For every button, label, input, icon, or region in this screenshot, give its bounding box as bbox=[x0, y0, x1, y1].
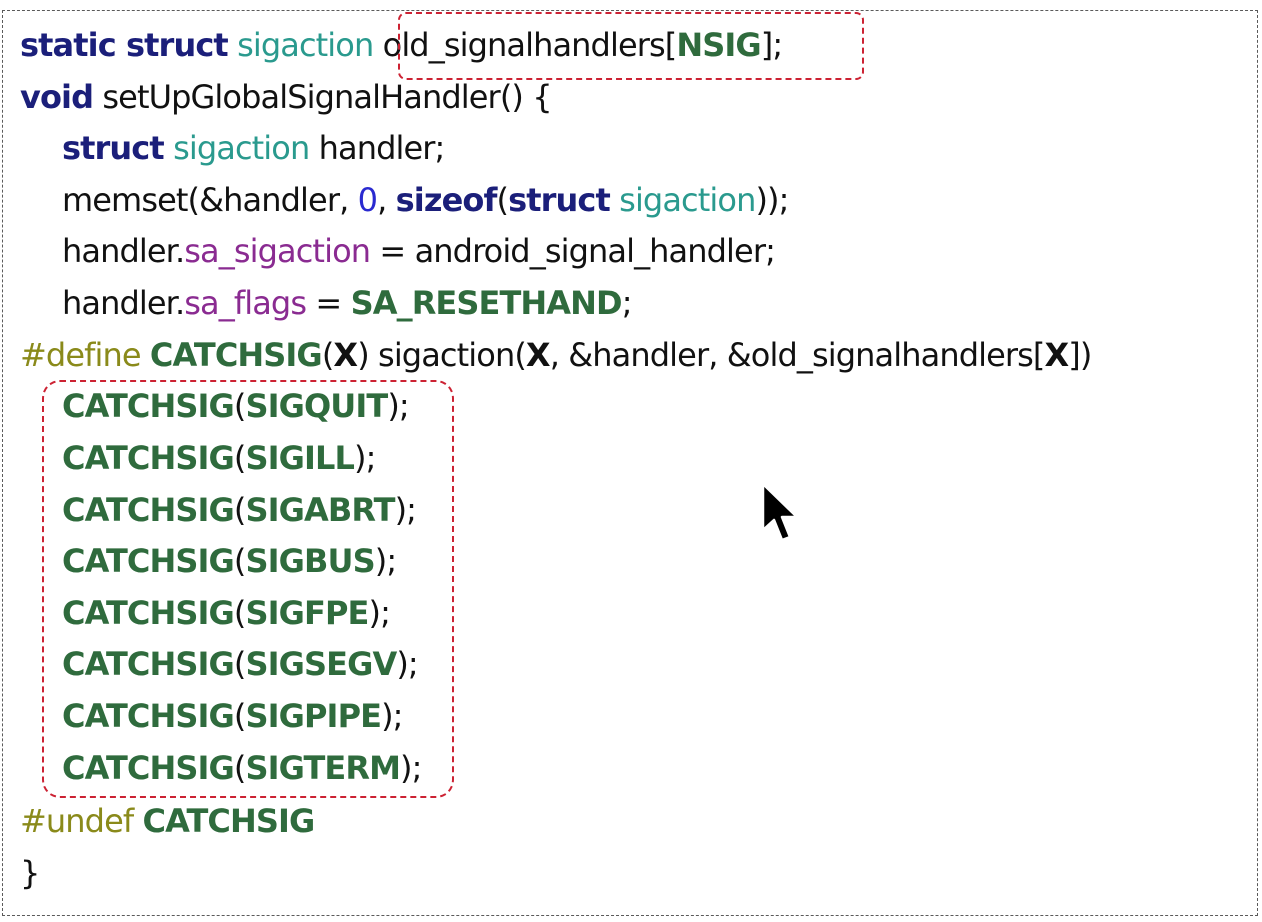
signal-name: SIGQUIT bbox=[245, 387, 388, 425]
code-line-5: handler.sa_sigaction = android_signal_ha… bbox=[62, 232, 776, 270]
type-sigaction: sigaction bbox=[173, 129, 310, 167]
closing-brace: } bbox=[20, 854, 40, 892]
signal-name: SIGFPE bbox=[245, 594, 369, 632]
member-sa-sigaction: sa_sigaction bbox=[184, 232, 371, 270]
keyword-sizeof: sizeof bbox=[395, 181, 498, 219]
keyword-struct: struct bbox=[62, 129, 165, 167]
signal-name: SIGSEGV bbox=[245, 645, 397, 683]
macro-param-x: X bbox=[525, 336, 551, 374]
code-line-3: struct sigaction handler; bbox=[62, 129, 445, 167]
signal-name: SIGILL bbox=[245, 439, 354, 477]
code-line-16: #undef CATCHSIG bbox=[20, 801, 316, 841]
macro-sa-resethand: SA_RESETHAND bbox=[350, 284, 623, 322]
member-sa-flags: sa_flags bbox=[184, 284, 307, 322]
array-name: old_signalhandlers[ bbox=[382, 26, 678, 64]
macro-param-x: X bbox=[1044, 336, 1070, 374]
catchsig-call: CATCHSIG(SIGQUIT); bbox=[62, 387, 410, 425]
preprocessor-define: #define bbox=[20, 336, 142, 374]
signal-name: SIGBUS bbox=[245, 542, 375, 580]
catchsig-call: CATCHSIG(SIGILL); bbox=[62, 439, 376, 477]
macro-nsig: NSIG bbox=[676, 26, 761, 64]
catchsig-call: CATCHSIG(SIGSEGV); bbox=[62, 645, 419, 683]
macro-catchsig: CATCHSIG bbox=[142, 802, 316, 840]
code-line-4: memset(&handler, 0, sizeof(struct sigact… bbox=[62, 181, 789, 219]
code-line-6: handler.sa_flags = SA_RESETHAND; bbox=[62, 284, 632, 322]
catchsig-call: CATCHSIG(SIGTERM); bbox=[62, 749, 422, 787]
signal-name: SIGTERM bbox=[245, 749, 401, 787]
keyword-struct: struct bbox=[508, 181, 611, 219]
type-sigaction: sigaction bbox=[619, 181, 756, 219]
code-line-2: void setUpGlobalSignalHandler() { bbox=[20, 77, 553, 117]
signal-name: SIGABRT bbox=[245, 491, 395, 529]
macro-catchsig: CATCHSIG bbox=[149, 336, 323, 374]
function-signature: setUpGlobalSignalHandler() { bbox=[93, 78, 552, 116]
code-line-1: static struct sigaction old_signalhandle… bbox=[20, 26, 783, 64]
preprocessor-undef: #undef bbox=[20, 802, 134, 840]
catchsig-call: CATCHSIG(SIGPIPE); bbox=[62, 697, 403, 735]
keyword-static-struct: static struct bbox=[20, 26, 229, 64]
catchsig-call: CATCHSIG(SIGBUS); bbox=[62, 542, 397, 580]
catchsig-call: CATCHSIG(SIGABRT); bbox=[62, 491, 417, 529]
catchsig-call: CATCHSIG(SIGFPE); bbox=[62, 594, 391, 632]
code-line-17: } bbox=[20, 853, 40, 893]
highlight-old-signalhandlers bbox=[398, 12, 864, 80]
signal-name: SIGPIPE bbox=[245, 697, 382, 735]
highlight-catchsig-block bbox=[42, 380, 454, 798]
type-sigaction: sigaction bbox=[237, 26, 374, 64]
code-line-7: #define CATCHSIG(X) sigaction(X, &handle… bbox=[20, 336, 1092, 374]
code-frame bbox=[2, 10, 1258, 916]
number-literal: 0 bbox=[357, 181, 378, 219]
mouse-pointer-icon bbox=[761, 482, 799, 542]
keyword-void: void bbox=[20, 78, 94, 116]
macro-param-x: X bbox=[333, 336, 358, 374]
